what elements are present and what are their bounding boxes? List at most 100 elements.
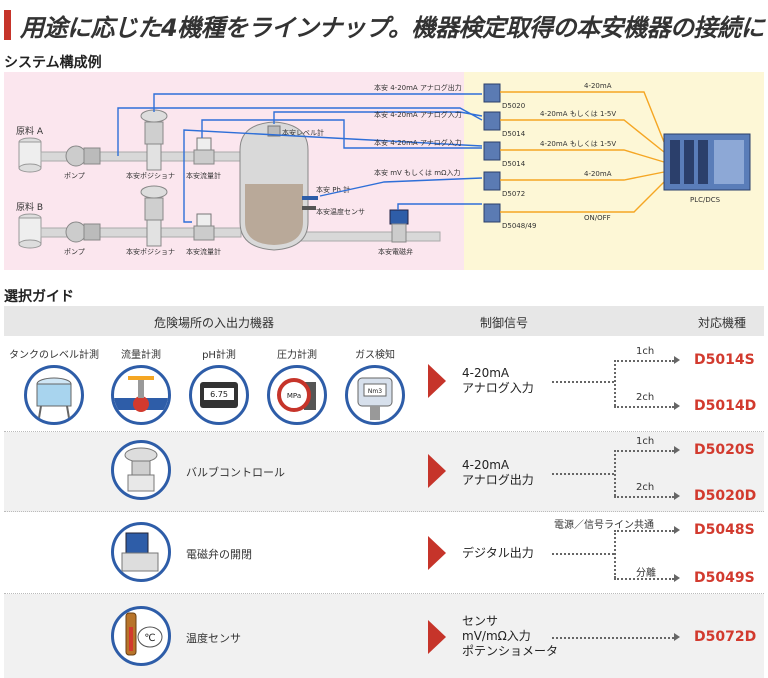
guide-header: 危険場所の入出力機器 制御信号 対応機種 (4, 306, 764, 336)
branch-label: 1ch (636, 346, 655, 357)
pump-label: ポンプ (64, 248, 85, 256)
device-flow: 流量計測 (106, 346, 176, 425)
branch-label: 2ch (636, 392, 655, 403)
unit-label: D5048/49 (502, 222, 536, 230)
signal-label: 本安 4-20mA アナログ入力 (374, 110, 462, 119)
unit-label: D5014 (502, 160, 526, 168)
plc-label: PLC/DCS (690, 196, 721, 204)
header-devices: 危険場所の入出力機器 (154, 316, 275, 330)
plc-signal-label: 4-20mA もしくは 1-5V (540, 140, 616, 148)
model-d5014s: D5014S (694, 352, 755, 368)
device-label: 流量計測 (121, 350, 161, 361)
signal-label: 本安 mV もしくは mΩ入力 (374, 168, 460, 177)
plc-signal-label: ON/OFF (584, 214, 611, 222)
flowmeter-label: 本安流量計 (186, 247, 221, 256)
material-tank-b-icon (18, 213, 42, 249)
branch-label: 1ch (636, 436, 655, 447)
ph-display: 6.75 (210, 390, 228, 399)
barrier-unit-icon (483, 83, 501, 103)
temp-sensor-label: 本安温度センサ (316, 207, 365, 216)
branch-label: 電源／信号ライン共通 (554, 520, 654, 531)
device-desc: バルブコントロール (186, 466, 285, 479)
unit-label: D5014 (502, 130, 526, 138)
pump-icon (65, 145, 101, 167)
device-desc: 温度センサ (186, 632, 241, 645)
branch-label: 2ch (636, 482, 655, 493)
positioner-label: 本安ポジショナ (126, 247, 175, 256)
pump-icon (65, 221, 101, 243)
pressure-gauge-icon: MPa (267, 365, 327, 425)
device-pressure: 圧力計測 MPa (262, 346, 332, 425)
signal-label: 本安 4-20mA アナログ出力 (374, 83, 462, 92)
device-label: ガス検知 (355, 350, 395, 361)
gas-detector-icon: Nm3 (345, 365, 405, 425)
valve-positioner-icon (111, 440, 171, 500)
plc-signal-label: 4-20mA (584, 82, 612, 90)
flowmeter-icon (193, 137, 215, 165)
arrow-triangle-icon (428, 536, 446, 570)
thermometer-icon: ℃ (111, 606, 171, 666)
pressure-unit: MPa (287, 392, 301, 400)
level-meter-label: 本安レベル計 (282, 128, 324, 137)
positioner-icon (140, 185, 168, 247)
header-signal: 制御信号 (480, 316, 529, 330)
pump-label: ポンプ (64, 172, 85, 180)
solenoid-valve-icon (111, 522, 171, 582)
signal-label: 本安 4-20mA アナログ入力 (374, 138, 462, 147)
material-a-label: 原料 A (16, 125, 44, 137)
system-title: システム構成例 (4, 55, 102, 71)
headline: 用途に応じた4機種をラインナップ。機器検定取得の本安機器の接続に (0, 0, 768, 46)
gas-display: Nm3 (368, 388, 382, 395)
barrier-unit-icon (483, 141, 501, 161)
ph-meter-icon: 6.75 (189, 365, 249, 425)
arrow-triangle-icon (428, 454, 446, 488)
plc-signal-label: 4-20mA もしくは 1-5V (540, 110, 616, 118)
barrier-unit-icon (483, 203, 501, 223)
guide-title: 選択ガイド (4, 289, 74, 305)
barrier-unit-icon (483, 111, 501, 131)
level-meter-icon (267, 125, 281, 137)
plc-cabinet-icon (663, 133, 751, 191)
device-temperature: ℃ (106, 606, 176, 666)
device-ph: pH計測 6.75 (184, 346, 254, 425)
flow-meter-icon (111, 365, 171, 425)
guide-row-digital-output: 電磁弁の開閉 デジタル出力 電源／信号ライン共通 分離 D5048S D5049… (4, 512, 764, 594)
model-d5049s: D5049S (694, 570, 755, 586)
barrier-unit-icon (483, 171, 501, 191)
temp-sensor-icon (302, 206, 316, 210)
model-d5014d: D5014D (694, 398, 757, 414)
material-tank-a-icon (18, 137, 42, 173)
selection-guide: 危険場所の入出力機器 制御信号 対応機種 タンクのレベル計測 流量計測 pH計測… (4, 306, 764, 678)
flowmeter-icon (193, 213, 215, 241)
device-solenoid (106, 522, 176, 582)
tank-level-icon (24, 365, 84, 425)
device-gas: ガス検知 Nm3 (340, 346, 410, 425)
signal-label: デジタル出力 (462, 546, 534, 560)
branch-label: 分離 (636, 568, 656, 579)
guide-row-analog-input: タンクのレベル計測 流量計測 pH計測 6.75 圧力計測 MPa ガス検知 (4, 336, 764, 432)
reactor-tank-icon (239, 121, 309, 251)
solenoid-valve-icon (389, 209, 409, 243)
flowmeter-label: 本安流量計 (186, 171, 221, 180)
system-diagram: 原料 A 原料 B ポンプ ポンプ 本安ポジショナ 本安ポジショナ 本安 (4, 72, 764, 270)
unit-label: D5020 (502, 102, 525, 110)
device-tank-level: タンクのレベル計測 (8, 346, 100, 425)
unit-label: D5072 (502, 190, 525, 198)
solenoid-label: 本安電磁弁 (378, 247, 413, 256)
headline-accent-bar (4, 10, 11, 40)
device-label: pH計測 (202, 350, 236, 361)
material-b-label: 原料 B (16, 201, 43, 213)
model-d5020d: D5020D (694, 488, 757, 504)
arrow-triangle-icon (428, 620, 446, 654)
positioner-icon (140, 109, 168, 171)
device-valve (106, 440, 176, 500)
model-d5020s: D5020S (694, 442, 755, 458)
header-model: 対応機種 (698, 316, 747, 330)
ph-meter-label: 本安 Ph 計 (316, 185, 350, 194)
model-d5048s: D5048S (694, 522, 755, 538)
model-d5072d: D5072D (694, 629, 757, 645)
device-label: タンクのレベル計測 (9, 350, 99, 361)
